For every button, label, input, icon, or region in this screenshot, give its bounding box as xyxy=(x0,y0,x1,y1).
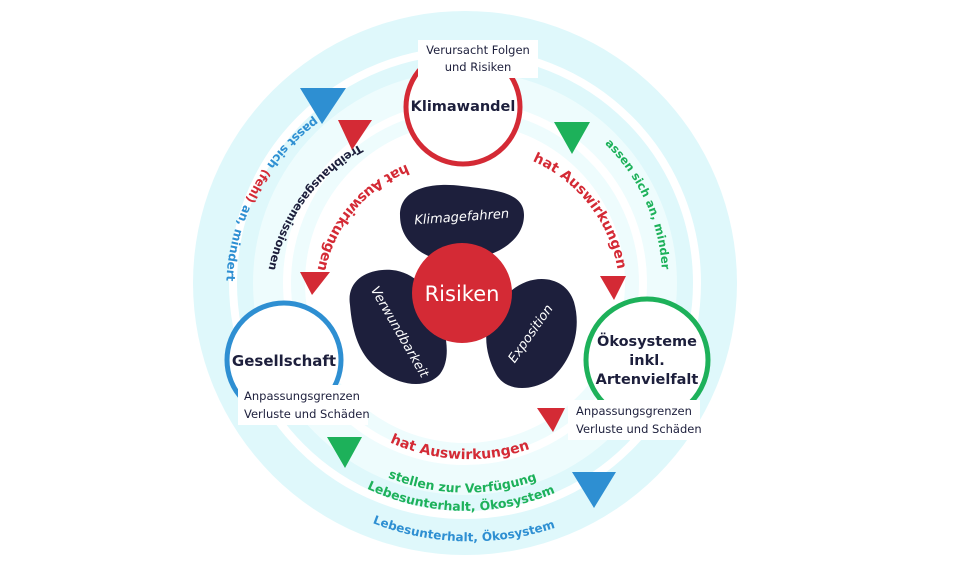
green-arrow-triangle xyxy=(554,122,590,154)
ecosystems-note-line1: Anpassungsgrenzen xyxy=(576,404,692,418)
society-note-line2: Verluste und Schäden xyxy=(244,407,370,421)
red-arrow-triangle xyxy=(300,272,330,295)
society-note-line1: Anpassungsgrenzen xyxy=(244,389,360,403)
climate-note-line1: Verursacht Folgen xyxy=(426,43,530,57)
ecosystems-title-line3: Artenvielfalt xyxy=(596,372,699,388)
climate-note-box xyxy=(418,40,538,78)
risk-label: Risiken xyxy=(425,282,500,306)
red-arrow-triangle xyxy=(600,276,626,300)
blue-arrow-triangle xyxy=(572,472,616,508)
red-arrow-triangle xyxy=(537,408,565,432)
society-title: Gesellschaft xyxy=(232,352,336,370)
risk-circle xyxy=(412,243,512,343)
red-arrow-triangle xyxy=(338,120,372,150)
ecosystems-title-line1: Ökosysteme xyxy=(597,332,697,350)
hazards-blob xyxy=(400,184,524,261)
ecosystems-title-line2: inkl. xyxy=(629,353,664,369)
climate-note-line2: und Risiken xyxy=(445,60,512,74)
ecosystems-note-box xyxy=(568,400,700,440)
hazards-label: Klimagefahren xyxy=(414,207,510,229)
ecosystems-note-line2: Verluste und Schäden xyxy=(576,422,702,436)
society-note-box xyxy=(238,385,368,425)
green-arrow-triangle xyxy=(327,437,362,468)
blue-arrow-triangle xyxy=(300,88,346,124)
climate-title: Klimawandel xyxy=(411,99,516,115)
